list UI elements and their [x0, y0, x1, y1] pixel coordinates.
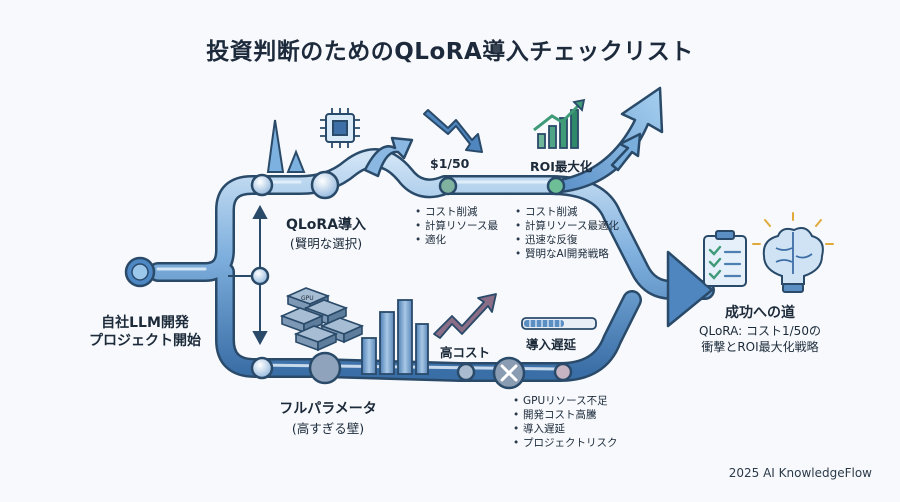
list-item: GPUリソース不足	[512, 394, 618, 408]
blocked-x-icon	[500, 364, 518, 382]
goal-arrow	[666, 250, 714, 328]
checklist-icon	[703, 230, 747, 287]
chip-icon	[320, 108, 360, 148]
qlora-title: QLoRA導入	[285, 217, 367, 233]
list-item: 開発コスト高騰	[512, 408, 618, 422]
cost-bars	[361, 299, 429, 375]
up-bar-chart-icon	[533, 98, 586, 149]
qlora-growth-arrows	[363, 86, 664, 194]
goal-line1: QLoRA: コスト1/50の	[699, 324, 821, 338]
list-item: 適化	[414, 233, 498, 247]
milestone2-bullets: コスト削減 計算リソース最適化 迅速な反復 賢明なAI開発戦略	[514, 205, 619, 261]
cost-label: 高コスト	[440, 345, 491, 360]
full-param-subtitle: (高すぎる壁)	[291, 421, 365, 436]
goal-line2: 衝撃とROI最大化戦略	[701, 340, 819, 354]
progress-bar-icon	[521, 317, 597, 330]
down-trend-arrow-icon	[423, 109, 483, 153]
list-item: 計算リソース最適化	[514, 219, 619, 233]
list-item: 賢明なAI開発戦略	[514, 247, 619, 261]
goal-title: 成功への道	[725, 305, 795, 321]
list-item: コスト削減	[414, 205, 498, 219]
milestone2-label: ROI最大化	[530, 159, 593, 174]
footer-credit: 2025 AI KnowledgeFlow	[728, 466, 872, 480]
start-label-line2: プロジェクト開始	[89, 333, 201, 349]
pipe-splash	[266, 119, 306, 173]
milestone1-bullets: コスト削減 計算リソース最 適化	[414, 205, 498, 247]
milestone1-label: $1/50	[430, 156, 470, 171]
page-title: 投資判断のためのQLoRA導入チェックリスト	[206, 39, 694, 65]
brain-icon	[752, 212, 834, 293]
list-item: 迅速な反復	[514, 233, 619, 247]
pipe-nodes	[124, 170, 573, 390]
list-item: 計算リソース最	[414, 219, 498, 233]
qlora-subtitle: (賢明な選択)	[289, 236, 363, 251]
full-param-bullets: GPUリソース不足 開発コスト高騰 導入遅延 プロジェクトリスク	[512, 394, 618, 450]
start-label-line1: 自社LLM開発	[101, 315, 189, 331]
pipe-network	[148, 148, 715, 382]
full-param-title: フルパラメータ	[279, 401, 377, 417]
delay-label: 導入遅延	[526, 337, 577, 352]
list-item: 導入遅延	[512, 422, 618, 436]
list-item: コスト削減	[514, 205, 619, 219]
list-item: プロジェクトリスク	[512, 436, 618, 450]
gpu-chip-label: GPU	[301, 295, 314, 302]
cost-arrow-icon	[433, 293, 497, 339]
gpu-stack-icon: GPU	[279, 287, 365, 352]
